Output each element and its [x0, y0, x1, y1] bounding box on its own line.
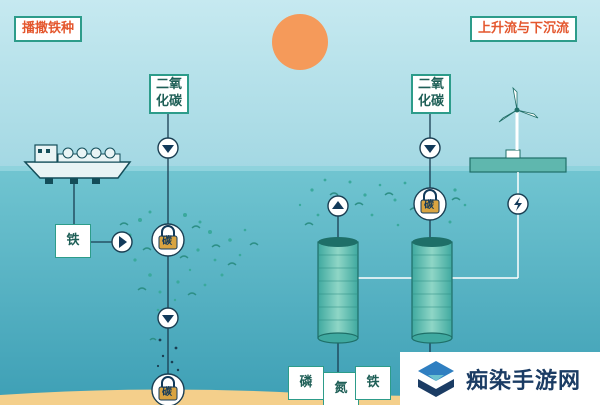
plankton-cloud-right-strokes	[304, 192, 461, 226]
arrow-down-icon	[419, 137, 441, 159]
sea-surface-band	[0, 166, 600, 171]
plankton-cloud-right	[298, 178, 467, 227]
plankton-cloud-left	[128, 210, 247, 312]
arrow-down-icon	[157, 307, 179, 329]
co2-left-line2: 化碳	[155, 94, 182, 109]
co2-box-left: 二氧 化碳	[149, 74, 189, 114]
lock-label-left: 碳	[162, 236, 172, 247]
co2-box-right: 二氧 化碳	[411, 74, 451, 114]
nutrient-iron: 铁	[355, 366, 391, 400]
sinking-particles-left	[156, 338, 180, 372]
pipe-icon	[317, 237, 359, 344]
lock-label-right: 碳	[424, 200, 434, 211]
ship-icon	[23, 144, 132, 184]
co2-left-line1: 二氧	[155, 77, 182, 92]
left-title: 播撒铁种	[14, 16, 83, 42]
wind-turbine-icon	[469, 86, 567, 173]
lightning-icon	[507, 193, 529, 215]
sun-icon	[272, 14, 328, 70]
right-title: 上升流与下沉流	[470, 16, 578, 42]
co2-right-line1: 二氧	[417, 77, 444, 92]
co2-right-line2: 化碳	[417, 94, 444, 109]
nutrient-phosphorus: 磷	[288, 366, 324, 400]
lock-icon	[413, 187, 447, 221]
watermark: 痴染手游网	[400, 352, 600, 405]
arrow-up-icon	[327, 195, 349, 217]
lock-icon	[151, 223, 185, 257]
nutrient-nitrogen: 氮	[323, 372, 359, 405]
lock-icon	[151, 373, 185, 405]
pipe-icon	[411, 237, 453, 344]
watermark-logo-icon	[418, 360, 454, 397]
arrow-down-icon	[157, 137, 179, 159]
lock-label-bottom: 碳	[162, 387, 172, 398]
watermark-text: 痴染手游网	[466, 368, 582, 394]
arrow-right-icon	[111, 231, 133, 253]
iron-box: 铁	[55, 224, 91, 258]
